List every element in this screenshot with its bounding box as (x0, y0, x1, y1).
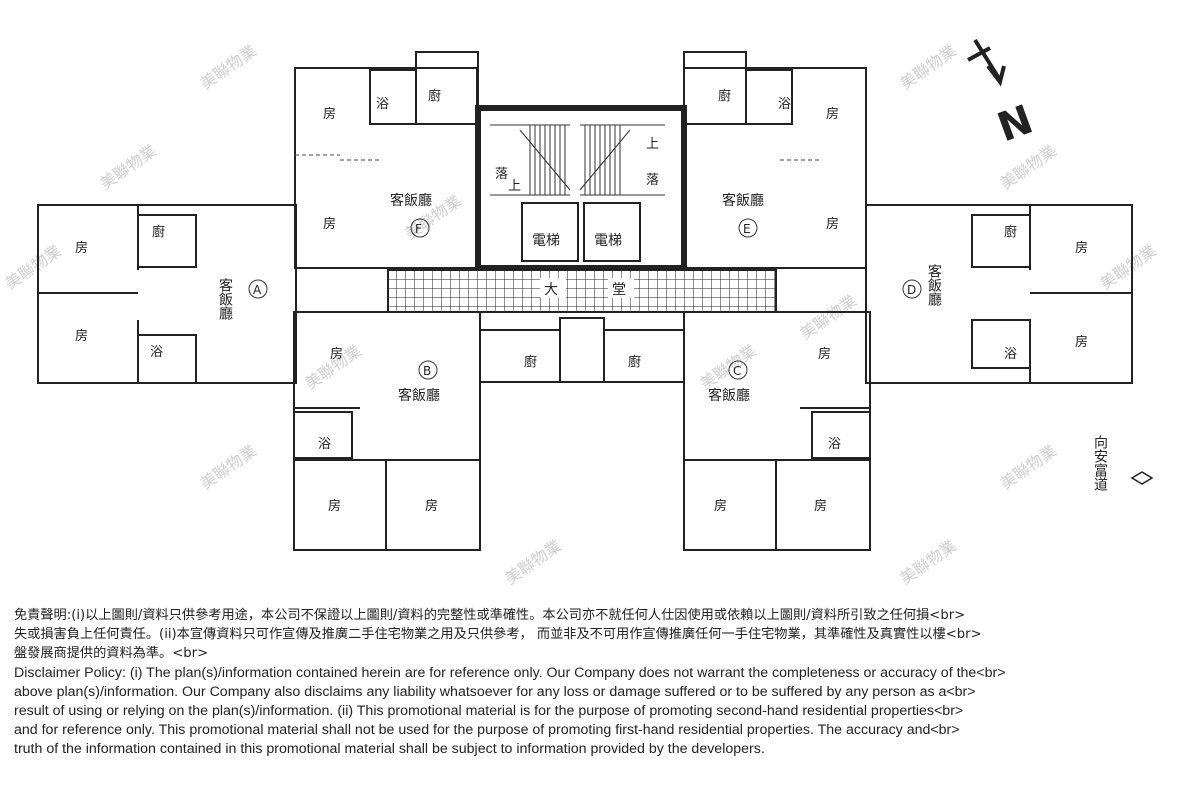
central-core: 落 上 上 落 電梯 電梯 (475, 105, 687, 271)
lobby-label-2: 堂 (612, 282, 626, 298)
lift-2 (583, 202, 641, 262)
room-label: 房 (1075, 240, 1088, 256)
stair-down-label: 落 (646, 173, 659, 188)
unit-F: 房 房 廚 浴 客飯廳 F (294, 51, 479, 269)
stair-up-label: 上 (508, 179, 521, 194)
kitchen-label: 廚 (152, 224, 165, 240)
room-label: 房 (75, 328, 88, 344)
living-label: 客飯廳 (390, 192, 432, 209)
room-label: 房 (826, 216, 839, 232)
room-label: 房 (714, 498, 727, 514)
unit-A: 房 房 廚 浴 客飯廳 A (37, 204, 297, 384)
disclaimer-en: Disclaimer Policy: (i) The plan(s)/infor… (14, 664, 1006, 757)
room-label: 房 (328, 498, 341, 514)
kitchen-label: 廚 (718, 88, 731, 104)
watermark: 美聯物業 (196, 441, 259, 493)
unit-D: 房 房 廚 浴 客飯廳 D (865, 204, 1133, 384)
room-label: 房 (826, 106, 839, 122)
disclaimer-zh: 免責聲明:(i)以上圖則/資料只供參考用途，本公司不保證以上圖則/資料的完整性或… (14, 608, 982, 662)
living-label: 客飯廳 (722, 192, 764, 209)
watermark: 美聯物業 (896, 536, 959, 588)
watermark: 美聯物業 (996, 441, 1059, 493)
kitchen-label: 廚 (524, 354, 537, 370)
unit-B: 房 房 房 廚 浴 B 客飯廳 (293, 311, 561, 551)
staircase-left: 落 上 (490, 124, 571, 196)
room-label: 房 (425, 498, 438, 514)
room-label: 房 (818, 346, 831, 362)
watermark: 美聯物業 (501, 536, 564, 588)
disclaimer: 免責聲明:(i)以上圖則/資料只供參考用途，本公司不保證以上圖則/資料的完整性或… (14, 606, 1184, 759)
watermark-group: 美聯物業 美聯物業 美聯物業 美聯物業 美聯物業 美聯物業 美聯物業 美聯物業 … (1, 41, 1159, 588)
floor-plan: 美聯物業 美聯物業 美聯物業 美聯物業 美聯物業 美聯物業 美聯物業 美聯物業 … (1, 38, 1160, 588)
unit-letter: D (907, 283, 916, 297)
north-label: N (992, 97, 1039, 152)
room-label: 房 (330, 346, 343, 362)
lower-corridor (559, 317, 605, 383)
road-direction: 向安富道 (1092, 435, 1154, 492)
living-label: 客飯廳 (926, 263, 942, 307)
unit-letter: F (415, 222, 422, 236)
watermark: 美聯物業 (796, 291, 859, 343)
watermark: 美聯物業 (896, 41, 959, 93)
north-arrow-icon: N (967, 38, 1039, 152)
room-label: 房 (1075, 334, 1088, 350)
lift-1-label: 電梯 (532, 233, 560, 249)
bath-label: 浴 (828, 437, 841, 452)
lift-1 (521, 202, 579, 262)
unit-C: 房 房 房 廚 浴 C 客飯廳 (603, 311, 871, 551)
unit-letter: B (423, 364, 431, 378)
staircase-right: 上 落 (579, 124, 665, 196)
kitchen-label: 廚 (1004, 224, 1017, 240)
lift-2-label: 電梯 (594, 233, 622, 249)
bath-label: 浴 (1004, 347, 1017, 362)
unit-letter: A (253, 283, 262, 297)
unit-E: 房 房 廚 浴 客飯廳 E (683, 51, 867, 269)
lobby-corridor: 大 堂 (387, 269, 777, 313)
room-label: 房 (75, 240, 88, 256)
watermark: 美聯物業 (1096, 241, 1159, 293)
unit-letter: E (743, 222, 751, 236)
kitchen-label: 廚 (628, 354, 641, 370)
living-label: 客飯廳 (217, 277, 233, 321)
room-label: 房 (814, 498, 827, 514)
living-label: 客飯廳 (398, 387, 440, 404)
lobby-label-1: 大 (544, 282, 558, 298)
watermark: 美聯物業 (196, 41, 259, 93)
bath-label: 浴 (778, 97, 791, 112)
kitchen-label: 廚 (428, 88, 441, 104)
room-label: 房 (323, 106, 336, 122)
watermark: 美聯物業 (696, 341, 759, 393)
living-label: 客飯廳 (708, 387, 750, 404)
bath-label: 浴 (318, 437, 331, 452)
road-label: 向安富道 (1092, 435, 1108, 492)
watermark: 美聯物業 (1, 241, 64, 293)
room-label: 房 (323, 216, 336, 232)
bath-label: 浴 (376, 97, 389, 112)
watermark: 美聯物業 (96, 141, 159, 193)
road-arrow-icon (1130, 471, 1154, 485)
bath-label: 浴 (150, 345, 163, 360)
stair-up-label: 上 (646, 137, 659, 152)
stair-down-label: 落 (495, 167, 508, 182)
unit-letter: C (733, 364, 741, 378)
